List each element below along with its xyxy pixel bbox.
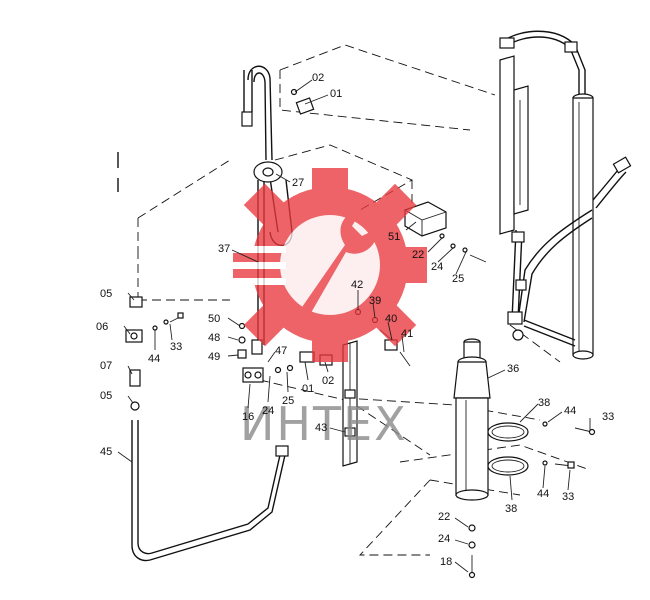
callout-43: 43 [315, 422, 327, 434]
callout-44: 44 [148, 353, 160, 365]
callout-24: 24 [431, 261, 443, 273]
callout-24: 24 [262, 405, 274, 417]
left-fitting-stack [125, 296, 184, 411]
callout-33: 33 [170, 341, 182, 353]
callout-50: 50 [208, 313, 220, 325]
callout-38: 38 [505, 503, 517, 515]
callout-07: 07 [100, 360, 112, 372]
lift-cylinder-36 [453, 338, 596, 579]
callout-51: 51 [388, 231, 400, 243]
callout-42: 42 [351, 279, 363, 291]
callout-41: 41 [401, 328, 413, 340]
leader-lines [117, 79, 591, 573]
right-cylinder-assembly [499, 30, 632, 360]
callout-49: 49 [208, 351, 220, 363]
callout-40: 40 [385, 313, 397, 325]
callout-18: 18 [440, 556, 452, 568]
callout-38: 38 [538, 397, 550, 409]
callout-01: 01 [330, 88, 342, 100]
part-labels: 01 02 27 37 51 22 24 25 05 06 44 33 50 4… [96, 72, 614, 568]
callout-39: 39 [369, 295, 381, 307]
callout-37: 37 [218, 243, 230, 255]
callout-25: 25 [282, 395, 294, 407]
callout-16: 16 [242, 411, 254, 423]
bracket-51 [404, 201, 487, 263]
callout-44: 44 [564, 405, 576, 417]
callout-06: 06 [96, 321, 108, 333]
hose-45 [131, 420, 289, 562]
callout-33: 33 [602, 411, 614, 423]
callout-36: 36 [507, 363, 519, 375]
callout-01: 01 [302, 383, 314, 395]
callout-47: 47 [275, 345, 287, 357]
callout-05: 05 [100, 288, 112, 300]
callout-02: 02 [322, 375, 334, 387]
phantom-frame-lines [137, 44, 591, 556]
callout-33: 33 [562, 491, 574, 503]
small-fasteners [237, 322, 247, 359]
callout-45: 45 [100, 446, 112, 458]
callout-48: 48 [208, 332, 220, 344]
callout-05: 05 [100, 390, 112, 402]
callout-25: 25 [452, 273, 464, 285]
watermark-text: ИНТЕХ [240, 397, 408, 451]
callout-24: 24 [438, 533, 450, 545]
callout-22: 22 [412, 249, 424, 261]
callout-44: 44 [537, 488, 549, 500]
callout-27: 27 [292, 177, 304, 189]
gear-wrench-logo-icon [196, 168, 427, 362]
callout-02: 02 [312, 72, 324, 84]
callout-22: 22 [438, 511, 450, 523]
